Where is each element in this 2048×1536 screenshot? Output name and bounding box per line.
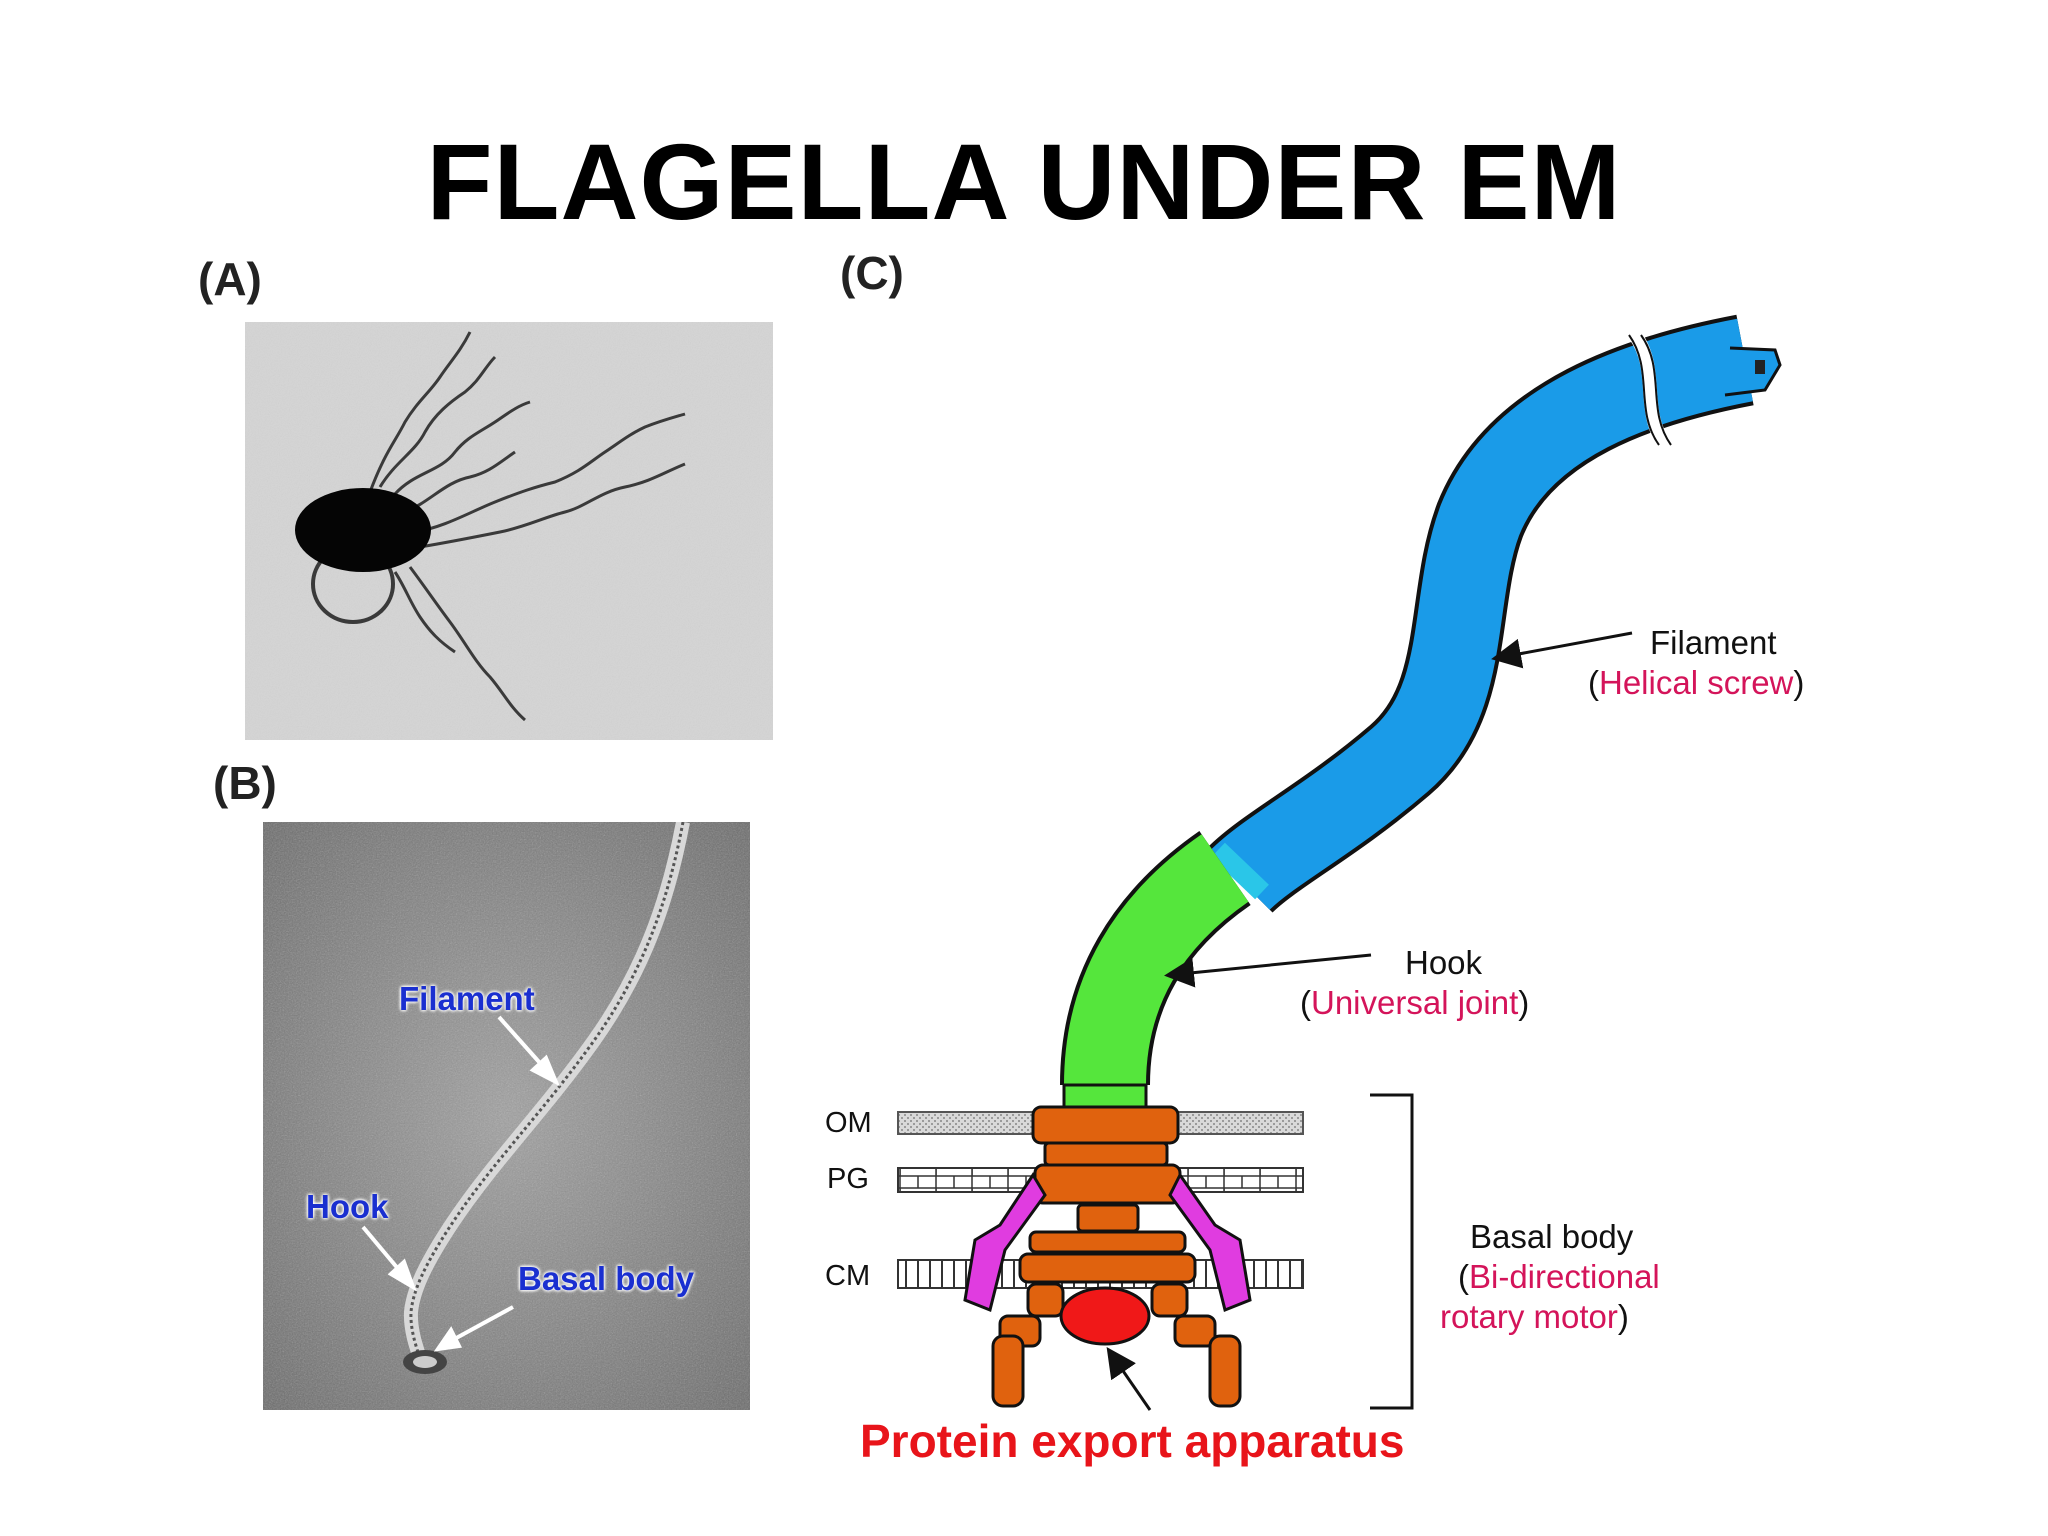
em-label-hook: Hook (306, 1188, 389, 1225)
basal-body-bracket (1370, 1093, 1414, 1410)
filament-role-line: (Helical screw) (1588, 666, 1804, 699)
hook-role: Universal joint (1311, 984, 1519, 1021)
hook-name: Hook (1405, 944, 1483, 981)
close-paren: ) (1617, 1298, 1629, 1335)
basal-body-role-2: rotary motor (1440, 1298, 1618, 1335)
l-ring (1031, 1105, 1180, 1145)
basal-body-role-1: Bi-directional (1469, 1258, 1660, 1295)
cm-label: CM (825, 1260, 871, 1292)
stator-right (1168, 1172, 1252, 1313)
em-label-filament: Filament (399, 980, 535, 1017)
pg-label: PG (827, 1163, 869, 1195)
basal-body-name: Basal body (1470, 1218, 1634, 1255)
close-paren: ) (1793, 664, 1805, 701)
hook-role-line: (Universal joint) (1300, 986, 1529, 1019)
basal-body-role-line2: rotary motor) (1440, 1300, 1629, 1333)
close-paren: ) (1518, 984, 1530, 1021)
em-photo-bacterium (245, 322, 773, 740)
ms-ring (1018, 1252, 1197, 1284)
basal-body-role-line1: (Bi-directional (1458, 1260, 1660, 1293)
em-label-basal-body: Basal body (518, 1260, 695, 1297)
panel-c-letter: (C) (840, 247, 904, 299)
open-paren: ( (1588, 664, 1599, 701)
panel-b-letter: (B) (213, 757, 277, 809)
slide-title: FLAGELLA UNDER EM (426, 121, 1622, 242)
c-ring-left (991, 1334, 1025, 1408)
stator-left (963, 1172, 1047, 1313)
export-apparatus-shape (1059, 1286, 1151, 1346)
protein-export-label: Protein export apparatus (860, 1415, 1405, 1467)
em-photo-flagellum (263, 822, 750, 1410)
p-ring (1033, 1163, 1182, 1205)
panel-a-letter: (A) (198, 253, 262, 305)
filament-role: Helical screw (1599, 664, 1794, 701)
open-paren: ( (1300, 984, 1311, 1021)
om-label: OM (825, 1107, 872, 1139)
open-paren: ( (1458, 1258, 1469, 1295)
filament-name: Filament (1650, 624, 1777, 661)
c-ring-right (1208, 1334, 1242, 1408)
